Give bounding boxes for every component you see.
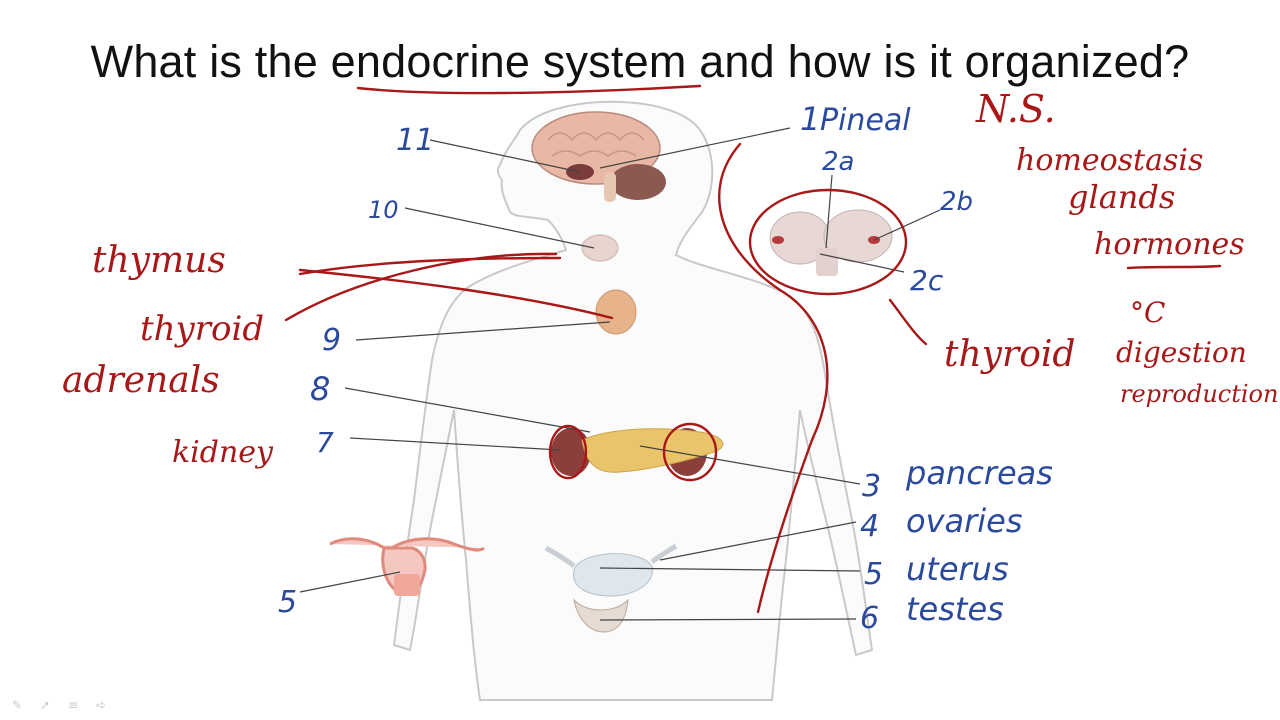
- label-2b: 2b: [940, 187, 973, 217]
- note-reproduction: reproduction: [1120, 380, 1278, 408]
- testes-gland: [573, 598, 629, 633]
- word-testes: testes: [906, 590, 1004, 628]
- label-4: 4: [860, 509, 879, 544]
- note-ns: N.S.: [975, 87, 1056, 131]
- note-glands: glands: [1068, 178, 1175, 216]
- label-9: 9: [322, 323, 341, 358]
- note-thyroid-left: thyroid: [140, 309, 264, 349]
- neck-thyroid: [581, 234, 619, 262]
- note-digestion: digestion: [1116, 336, 1247, 369]
- note-homeostasis: homeostasis: [1016, 143, 1203, 178]
- label-11: 11: [396, 123, 434, 158]
- label-5: 5: [864, 557, 883, 592]
- label-10: 10: [368, 196, 399, 224]
- label-2a: 2a: [822, 147, 854, 177]
- body-uterus: [573, 553, 653, 597]
- zoom-parathyroid-1: [772, 236, 784, 244]
- label-5-uterus-inset: 5: [278, 585, 297, 620]
- leader-lines: [299, 127, 941, 621]
- slide-title: What is the endocrine system and how is …: [90, 36, 1190, 87]
- note-hormones: hormones: [1094, 227, 1245, 262]
- word-uterus: uterus: [906, 550, 1009, 588]
- label-3: 3: [862, 469, 881, 504]
- pointer-icon[interactable]: ➚: [39, 698, 51, 712]
- pancreas-gland: [581, 428, 724, 473]
- label-pineal: Pineal: [820, 103, 911, 138]
- thymus-gland: [595, 289, 637, 335]
- cerebellum: [610, 164, 666, 200]
- label-8: 8: [310, 370, 330, 408]
- label-6: 6: [860, 601, 879, 636]
- note-degree-c: °C: [1130, 296, 1165, 329]
- note-thyroid-right: thyroid: [944, 334, 1075, 375]
- label-2c: 2c: [910, 264, 944, 297]
- word-pancreas: pancreas: [905, 454, 1053, 492]
- note-thymus: thymus: [92, 240, 226, 281]
- zoom-trachea: [816, 248, 838, 276]
- word-ovaries: ovaries: [906, 502, 1023, 540]
- note-kidney: kidney: [172, 435, 274, 470]
- note-adrenals: adrenals: [62, 360, 220, 401]
- next-slide-icon[interactable]: ➪: [95, 698, 107, 712]
- menu-icon[interactable]: ≡: [67, 698, 79, 712]
- label-1: 1: [800, 100, 820, 138]
- label-7: 7: [316, 426, 334, 459]
- red-ink-strokes: [284, 84, 1222, 614]
- fallopian-right: [650, 543, 678, 564]
- brainstem: [604, 172, 616, 202]
- fallopian-left: [544, 545, 576, 568]
- pen-icon[interactable]: ✎: [11, 698, 23, 712]
- left-kidney: [551, 428, 591, 476]
- uterus-inset-cervix: [394, 574, 420, 596]
- brain-folds: [547, 132, 645, 157]
- presentation-toolbar: ✎ ➚ ≡ ➪: [8, 698, 110, 712]
